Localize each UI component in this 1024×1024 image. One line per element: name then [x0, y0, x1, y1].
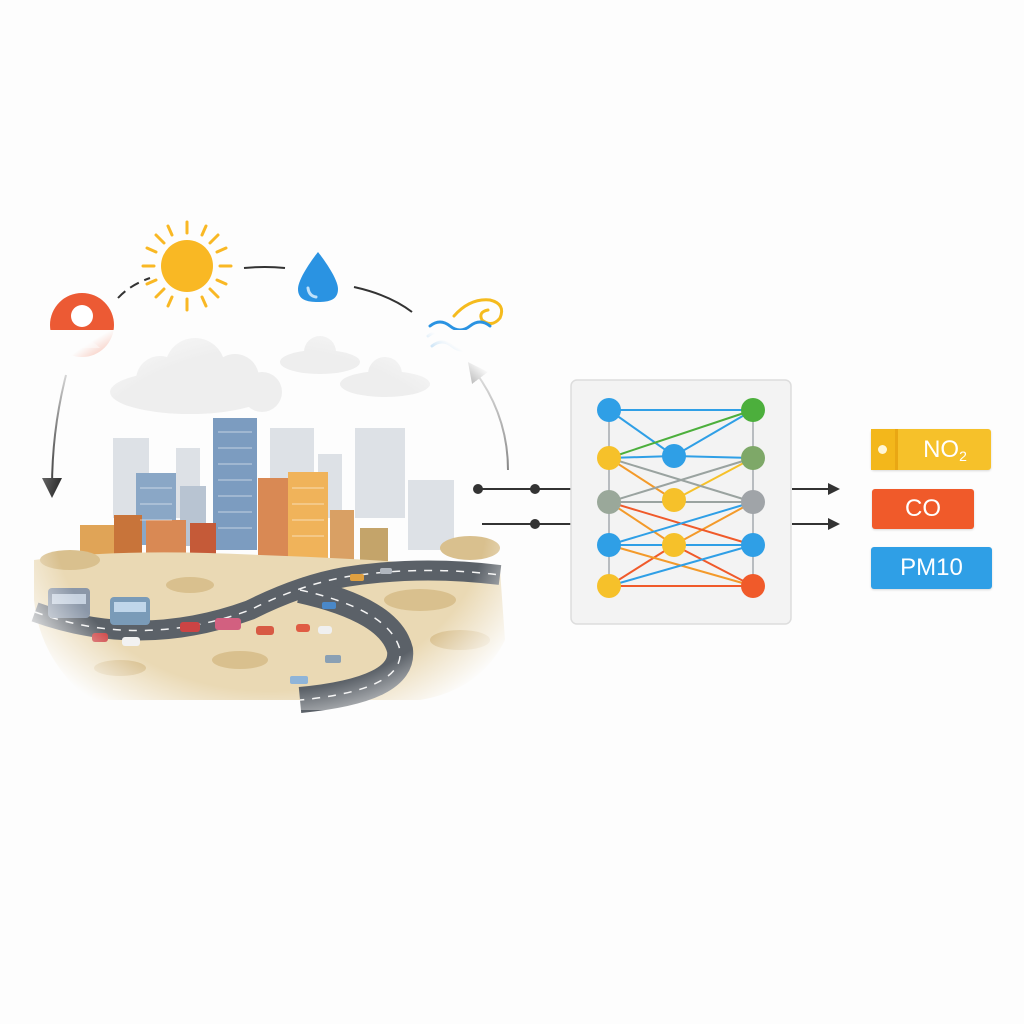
output-label-co: CO: [872, 489, 974, 529]
city-scene: [30, 330, 510, 713]
tag-hole-icon: [878, 445, 887, 454]
no2-subscript: 2: [959, 447, 967, 464]
node: [597, 490, 621, 514]
network-nodes: [597, 398, 765, 598]
node: [597, 446, 621, 470]
node: [662, 444, 686, 468]
no2-main: NO: [923, 435, 960, 463]
output-arrows: [792, 483, 840, 530]
node: [597, 533, 621, 557]
cycle-link-location-sun: [117, 277, 151, 299]
node: [741, 574, 765, 598]
node: [662, 533, 686, 557]
output-label-pm10: PM10: [871, 547, 992, 589]
node: [662, 488, 686, 512]
input-connectors: [473, 484, 572, 529]
node: [597, 574, 621, 598]
node: [741, 446, 765, 470]
no2-text: NO2: [923, 436, 967, 464]
node: [741, 533, 765, 557]
cycle-link-sun-water: [243, 266, 286, 269]
node: [741, 490, 765, 514]
water-drop-highlight: [306, 286, 318, 299]
scene-vignette: [30, 330, 510, 710]
output-label-no2: NO2: [871, 429, 991, 470]
water-drop-icon: [298, 252, 338, 302]
neural-network-panel: [570, 379, 792, 625]
cycle-link-water-wind: [353, 286, 413, 313]
node: [741, 398, 765, 422]
node: [597, 398, 621, 422]
sun-icon: [141, 220, 233, 312]
tag-icon: [871, 429, 898, 470]
